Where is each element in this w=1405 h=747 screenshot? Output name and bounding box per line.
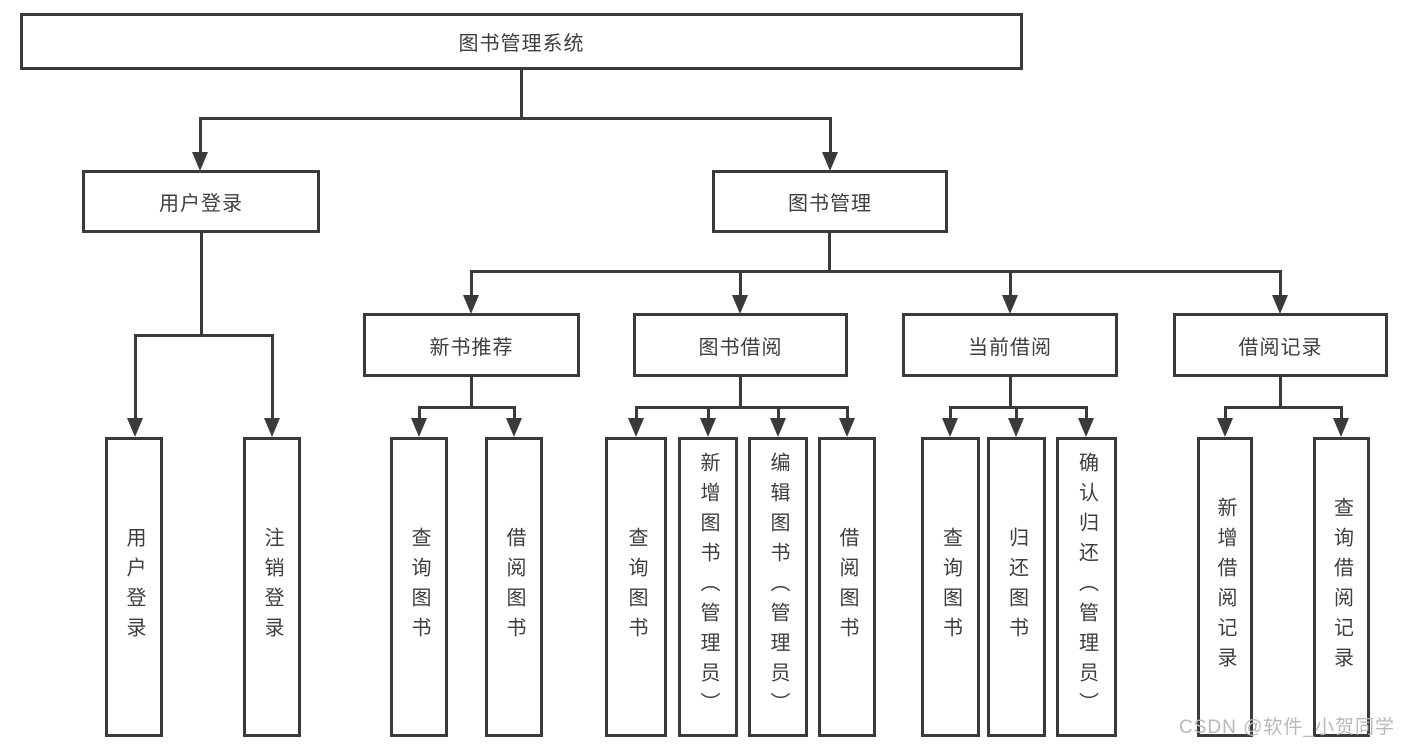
- node-book-borrowing: 图书借阅: [633, 313, 848, 377]
- connector-line: [828, 233, 831, 273]
- node-label: 借阅图书: [503, 527, 525, 647]
- leaf-add-borrow-record: 新增借阅记录: [1197, 437, 1253, 737]
- leaf-user-login: 用户登录: [105, 437, 163, 737]
- node-borrowing-records: 借阅记录: [1173, 313, 1388, 377]
- node-label: 用户登录: [123, 527, 145, 647]
- leaf-query-borrow-record: 查询借阅记录: [1313, 437, 1370, 737]
- arrowhead-icon: [732, 295, 748, 314]
- connector-line: [199, 117, 832, 120]
- connector-line: [777, 406, 780, 419]
- connector-line: [1009, 270, 1012, 296]
- connector-line: [1279, 270, 1282, 296]
- node-label: 编辑图书（管理员）: [767, 452, 789, 722]
- connector-line: [134, 334, 274, 337]
- connector-line: [1085, 406, 1088, 419]
- node-current-borrowing: 当前借阅: [902, 313, 1118, 377]
- connector-line: [271, 334, 274, 419]
- node-label: 新增借阅记录: [1214, 497, 1236, 677]
- node-label: 用户登录: [159, 193, 243, 215]
- leaf-confirm-return-admin: 确认归还（管理员）: [1056, 437, 1117, 737]
- connector-line: [1015, 406, 1018, 419]
- connector-line: [470, 377, 473, 408]
- node-label: 新书推荐: [429, 336, 514, 359]
- connector-line: [739, 270, 742, 296]
- node-label: 当前借阅: [968, 336, 1052, 359]
- leaf-add-books-admin: 新增图书（管理员）: [678, 437, 738, 737]
- node-library-management-system: 图书管理系统: [20, 13, 1023, 70]
- arrowhead-icon: [942, 418, 958, 437]
- connector-line: [418, 406, 421, 419]
- node-label: 注销登录: [261, 527, 283, 647]
- arrowhead-icon: [1272, 295, 1288, 314]
- connector-line: [1340, 406, 1343, 419]
- leaf-logout: 注销登录: [243, 437, 301, 737]
- connector-line: [520, 69, 523, 118]
- leaf-query-books: 查询图书: [605, 437, 667, 737]
- csdn-watermark: CSDN @软件_小贺同学: [1179, 717, 1395, 738]
- connector-line: [513, 406, 516, 419]
- arrowhead-icon: [411, 418, 427, 437]
- arrowhead-icon: [1002, 295, 1018, 314]
- arrowhead-icon: [127, 418, 143, 437]
- arrowhead-icon: [506, 418, 522, 437]
- connector-line: [470, 270, 1282, 273]
- arrowhead-icon: [1078, 418, 1094, 437]
- connector-line: [1224, 406, 1343, 409]
- arrowhead-icon: [463, 295, 479, 314]
- arrowhead-icon: [628, 418, 644, 437]
- connector-line: [829, 117, 832, 153]
- connector-line: [949, 406, 952, 419]
- connector-line: [846, 406, 849, 419]
- connector-line: [707, 406, 710, 419]
- node-label: 图书管理系统: [458, 33, 585, 55]
- node-label: 查询图书: [408, 527, 430, 647]
- connector-line: [199, 117, 202, 153]
- connector-line: [635, 406, 849, 409]
- node-label: 查询借阅记录: [1330, 497, 1353, 677]
- leaf-borrow-books: 借阅图书: [485, 437, 543, 737]
- node-label: 确认归还（管理员）: [1075, 452, 1098, 722]
- arrowhead-icon: [264, 418, 280, 437]
- connector-line: [134, 334, 137, 419]
- connector-line: [418, 406, 516, 409]
- node-label: 借阅图书: [836, 527, 858, 647]
- arrowhead-icon: [1008, 418, 1024, 437]
- node-book-management: 图书管理: [712, 170, 948, 233]
- connector-line: [1009, 377, 1012, 408]
- node-label: 新增图书（管理员）: [697, 452, 719, 722]
- leaf-query-books: 查询图书: [390, 437, 448, 737]
- arrowhead-icon: [700, 418, 716, 437]
- arrowhead-icon: [1333, 418, 1349, 437]
- connector-line: [1279, 377, 1282, 408]
- arrowhead-icon: [822, 152, 838, 171]
- leaf-borrow-books: 借阅图书: [818, 437, 876, 737]
- node-user-login: 用户登录: [82, 170, 320, 233]
- connector-line: [739, 377, 742, 408]
- arrowhead-icon: [1217, 418, 1233, 437]
- leaf-edit-books-admin: 编辑图书（管理员）: [748, 437, 808, 737]
- connector-line: [1224, 406, 1227, 419]
- node-label: 查询图书: [939, 527, 962, 647]
- node-label: 借阅记录: [1238, 336, 1323, 359]
- connector-line: [949, 406, 1088, 409]
- node-label: 查询图书: [625, 527, 647, 647]
- node-label: 归还图书: [1005, 527, 1028, 647]
- connector-line: [470, 270, 473, 296]
- connector-line: [635, 406, 638, 419]
- node-label: 图书借阅: [698, 336, 783, 359]
- leaf-query-books: 查询图书: [921, 437, 980, 737]
- arrowhead-icon: [839, 418, 855, 437]
- node-new-book-recommendation: 新书推荐: [363, 313, 580, 377]
- node-label: 图书管理: [788, 193, 872, 215]
- connector-line: [200, 233, 203, 336]
- arrowhead-icon: [192, 152, 208, 171]
- arrowhead-icon: [770, 418, 786, 437]
- leaf-return-books: 归还图书: [987, 437, 1046, 737]
